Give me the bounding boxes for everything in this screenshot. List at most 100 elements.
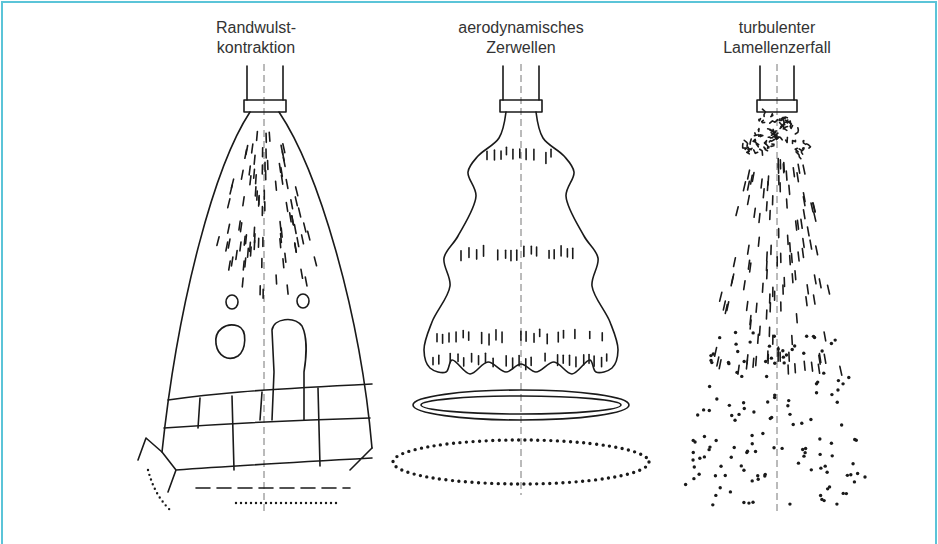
ligament-streak	[770, 245, 772, 254]
wave-streak	[525, 359, 527, 370]
ligament-streak	[828, 285, 830, 294]
turbulent-fragment	[768, 136, 773, 138]
droplet	[742, 360, 745, 363]
sheet-streak	[282, 259, 284, 268]
wave-streak	[432, 358, 434, 365]
sheet-streak	[292, 216, 294, 225]
ligament-streak	[803, 239, 804, 248]
wave-streak	[583, 355, 585, 365]
sheet-streak	[286, 180, 288, 189]
ligament-streak	[755, 357, 757, 366]
cell-boundary	[168, 384, 372, 400]
liquid-sheet	[138, 112, 372, 510]
turbulent-fragment	[754, 133, 757, 136]
ligament-streak	[749, 320, 752, 329]
droplet	[742, 501, 745, 504]
sheet-hole	[216, 325, 245, 358]
wave-streak	[525, 332, 527, 342]
wave-streak	[495, 330, 497, 340]
sheet-streak	[259, 286, 261, 295]
sheet-streak	[228, 239, 230, 248]
wave-streak	[512, 358, 514, 369]
ligament-streak	[752, 358, 754, 367]
sheet-streak	[250, 176, 251, 185]
nozzle-tip	[500, 100, 542, 112]
sheet-streak	[286, 203, 287, 212]
ligament-streak	[732, 274, 734, 283]
droplet	[751, 331, 754, 334]
wave-streak	[574, 330, 576, 339]
ligament-streak	[774, 291, 776, 300]
wave-streak	[519, 149, 521, 158]
droplet	[764, 473, 767, 476]
droplet	[751, 501, 754, 504]
ligament-streak	[814, 212, 816, 221]
ligament-streak	[758, 214, 761, 223]
droplet	[715, 397, 718, 400]
wave-streak	[512, 149, 514, 159]
droplet	[691, 458, 694, 461]
droplet	[836, 401, 839, 404]
wave-streak	[501, 332, 503, 343]
droplet	[822, 371, 825, 374]
wave-streak	[557, 355, 559, 366]
wave-streak	[506, 147, 508, 155]
wave-streak	[483, 246, 485, 257]
ligament-streak	[748, 245, 749, 254]
turbulent-fragment	[750, 139, 751, 144]
turbulent-fragment	[771, 144, 774, 146]
ligament-streak	[803, 361, 805, 370]
droplet	[818, 437, 821, 440]
wave-streak	[588, 355, 590, 364]
ligament-streak	[789, 256, 791, 265]
wave-streak	[575, 357, 577, 367]
sheet-streak	[265, 171, 267, 180]
ligament-streak	[720, 292, 722, 301]
ligament-streak	[793, 168, 794, 177]
droplet	[840, 423, 843, 426]
ligament-streak	[788, 352, 790, 361]
cell-boundary	[138, 438, 372, 492]
ligament-streak	[783, 162, 785, 171]
wave-streak	[436, 334, 438, 342]
droplet	[735, 371, 738, 374]
sheet-ring	[393, 390, 649, 484]
ligament-streak	[810, 240, 812, 249]
wave-streak	[530, 357, 532, 365]
turbulent-fragment	[771, 134, 775, 137]
torus-ring	[413, 390, 629, 420]
ligament-streak	[797, 252, 800, 261]
wave-streak	[462, 331, 464, 338]
droplet	[711, 503, 714, 506]
droplet	[841, 382, 844, 385]
wave-streak	[460, 251, 462, 261]
droplet	[697, 473, 700, 476]
droplet	[835, 502, 838, 505]
wave-streak	[531, 246, 533, 254]
ligament-streak	[819, 279, 821, 288]
ligament-streak	[806, 297, 807, 306]
ligament-streak	[717, 357, 719, 366]
nozzle	[757, 66, 797, 112]
sheet-streak	[302, 235, 304, 244]
wave-streak	[553, 250, 555, 259]
droplet	[708, 409, 711, 412]
center-axis	[521, 64, 522, 495]
ligament-streak	[794, 271, 796, 280]
ligament-streak	[751, 175, 753, 184]
droplet	[856, 472, 859, 475]
sheet-streak	[253, 155, 255, 164]
ligament-streak	[763, 189, 765, 198]
ligament-streak	[736, 207, 738, 216]
ligament-streak	[776, 257, 778, 266]
sheet-streak	[217, 237, 219, 246]
droplet	[819, 494, 822, 497]
droplet	[803, 451, 806, 454]
ligament-streak	[788, 185, 790, 194]
ligament-streak	[797, 173, 798, 182]
turbulent-fragment	[771, 133, 775, 135]
sheet-streak	[249, 166, 250, 175]
ligament-streak	[769, 294, 771, 303]
